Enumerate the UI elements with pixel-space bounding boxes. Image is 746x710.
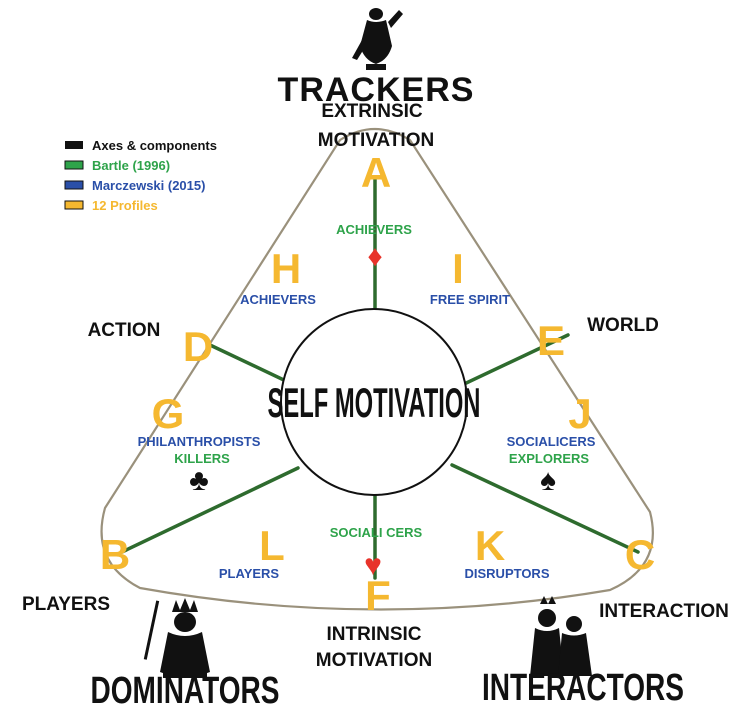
club-icon: ♣ bbox=[189, 464, 209, 497]
marczewski-label-philanthropists: PHILANTHROPISTS bbox=[138, 434, 261, 449]
profile-letter-k: K bbox=[475, 522, 505, 569]
profile-letter-g: G bbox=[152, 390, 185, 437]
axis-label-extrinsic-motivation: MOTIVATION bbox=[318, 130, 434, 151]
bartle-label-killers: KILLERS bbox=[174, 451, 230, 466]
pole-label-dominators: DOMINATORS bbox=[90, 670, 279, 710]
legend-label-profiles: 12 Profiles bbox=[92, 198, 158, 213]
marczewski-label-free-spirit: FREE SPIRIT bbox=[430, 292, 510, 307]
axis-upper-left bbox=[208, 343, 290, 384]
interactors-figure-icon bbox=[530, 596, 592, 676]
axis-label-extrinsic: EXTRINSIC bbox=[321, 101, 423, 122]
legend-swatch-bartle bbox=[64, 160, 84, 170]
spade-icon: ♠ bbox=[540, 464, 556, 497]
legend-swatch-profiles bbox=[64, 200, 84, 210]
marczewski-label-players: PLAYERS bbox=[219, 566, 280, 581]
marczewski-label-socialicers: SOCIALICERS bbox=[507, 434, 596, 449]
profile-letter-l: L bbox=[259, 522, 285, 569]
legend-label-bartle: Bartle (1996) bbox=[92, 158, 170, 173]
center-label: SELF MOTIVATION bbox=[268, 381, 481, 426]
legend-label-marczewski: Marczewski (2015) bbox=[92, 178, 205, 193]
profile-letter-a: A bbox=[361, 149, 391, 196]
profile-letter-c: C bbox=[625, 531, 655, 578]
bartle-label-achievers: ACHIEVERS bbox=[336, 222, 412, 237]
axis-label-intrinsic-motivation: MOTIVATION bbox=[316, 650, 432, 671]
axis-label-intrinsic: INTRINSIC bbox=[327, 624, 422, 645]
pole-label-interactors: INTERACTORS bbox=[482, 667, 684, 709]
heart-icon: ♥ bbox=[364, 549, 382, 582]
diamond-icon: ♦ bbox=[367, 240, 382, 273]
legend: Axes & components Bartle (1996) Marczews… bbox=[64, 138, 217, 213]
legend-label-axes: Axes & components bbox=[92, 138, 217, 153]
axis-label-action: ACTION bbox=[88, 320, 161, 341]
axis-lower-right bbox=[450, 463, 640, 554]
profile-letter-e: E bbox=[537, 317, 565, 364]
axis-label-world: WORLD bbox=[587, 315, 659, 336]
bartle-label-explorers: EXPLORERS bbox=[509, 451, 590, 466]
dominators-figure-icon bbox=[143, 598, 210, 678]
profile-letter-j: J bbox=[568, 390, 591, 437]
axis-lower-left bbox=[120, 466, 300, 554]
axis-label-interaction: INTERACTION bbox=[599, 601, 729, 622]
pole-label-trackers: TRACKERS bbox=[278, 71, 475, 109]
legend-swatch-axes bbox=[65, 141, 83, 149]
legend-swatch-marczewski bbox=[64, 180, 84, 190]
profile-letter-i: I bbox=[452, 245, 464, 292]
profile-letter-h: H bbox=[271, 245, 301, 292]
profile-letter-f: F bbox=[365, 572, 391, 619]
self-motivation-circle bbox=[280, 308, 468, 496]
profile-letter-d: D bbox=[183, 323, 213, 370]
profile-letter-b: B bbox=[100, 531, 130, 578]
axis-upper-right bbox=[460, 333, 570, 387]
bartle-label-socializers: SOCIALI CERS bbox=[330, 525, 423, 540]
marczewski-label-disruptors: DISRUPTORS bbox=[465, 566, 550, 581]
trackers-figure-icon bbox=[352, 8, 403, 70]
marczewski-label-achievers: ACHIEVERS bbox=[240, 292, 316, 307]
axis-label-players: PLAYERS bbox=[22, 594, 110, 615]
